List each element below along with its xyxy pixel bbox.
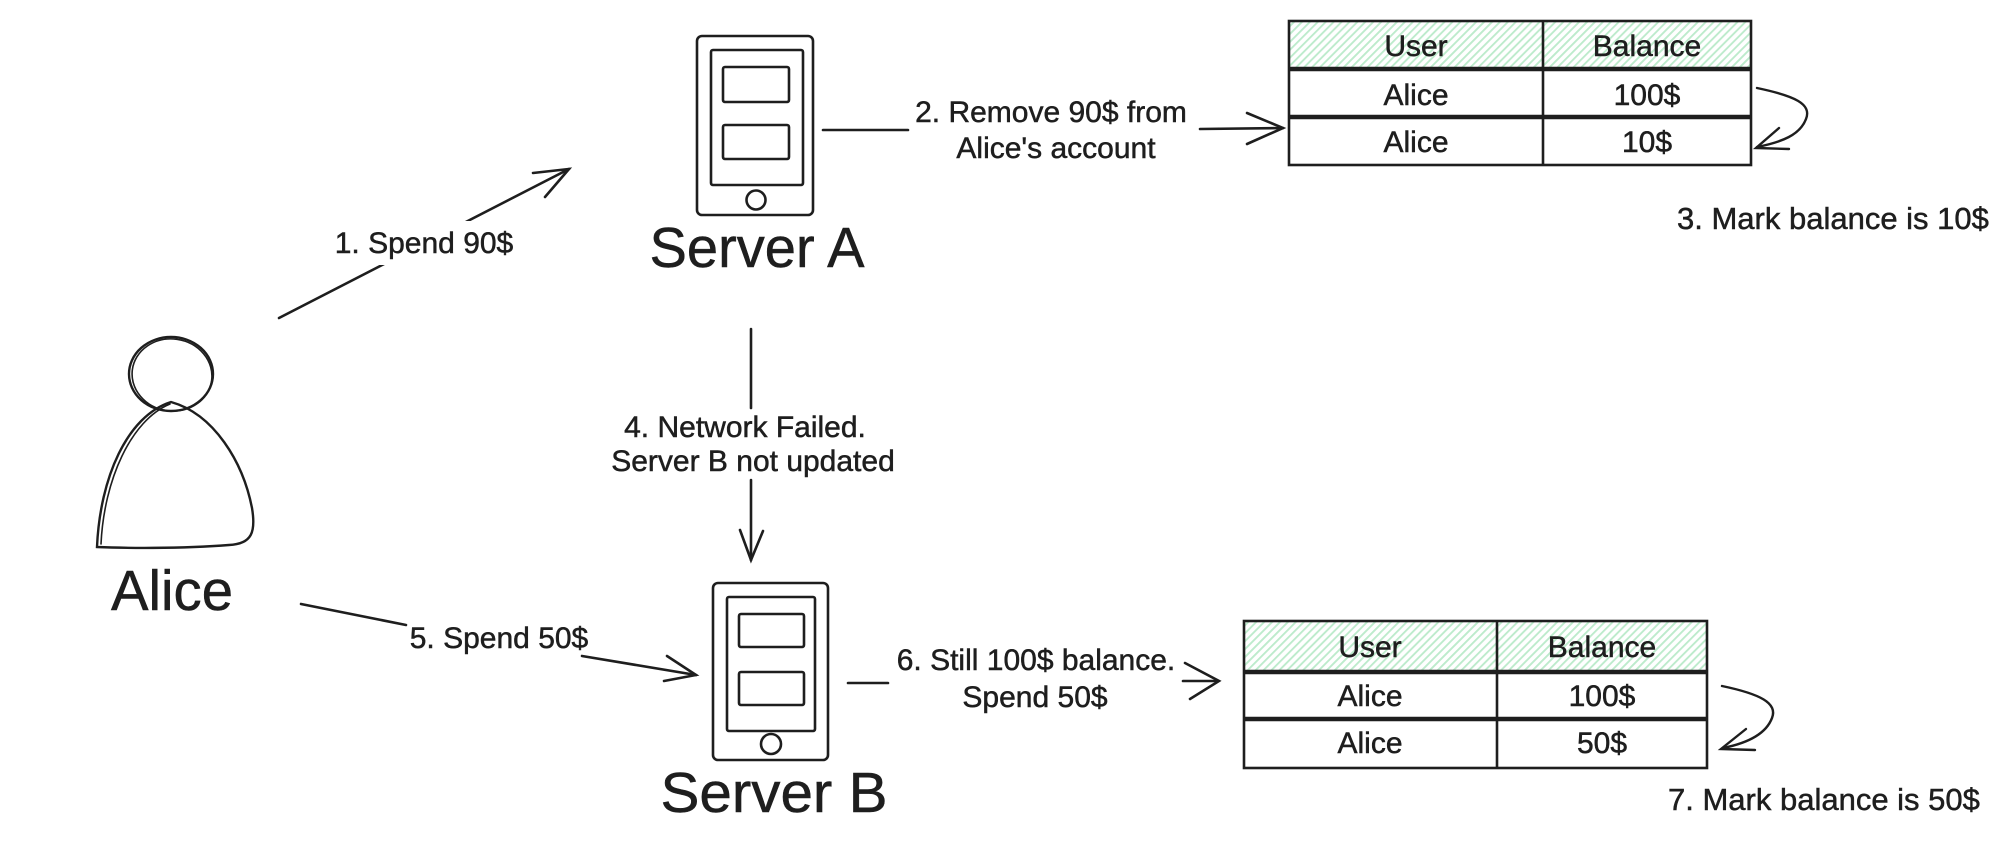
svg-text:Alice: Alice: [1383, 126, 1448, 159]
svg-text:10$: 10$: [1622, 126, 1672, 159]
svg-text:1. Spend 90$: 1. Spend 90$: [335, 227, 514, 260]
svg-text:Balance: Balance: [1593, 30, 1701, 63]
svg-text:3. Mark balance is 10$: 3. Mark balance is 10$: [1677, 201, 1989, 236]
svg-text:100$: 100$: [1614, 79, 1681, 112]
svg-text:Alice: Alice: [111, 559, 233, 623]
svg-text:Alice: Alice: [1383, 79, 1448, 112]
svg-text:Alice's account: Alice's account: [956, 132, 1156, 165]
svg-text:6. Still 100$ balance.: 6. Still 100$ balance.: [897, 644, 1176, 677]
svg-text:Spend 50$: Spend 50$: [962, 681, 1107, 714]
svg-text:7. Mark balance is 50$: 7. Mark balance is 50$: [1668, 782, 1980, 817]
svg-text:5. Spend 50$: 5. Spend 50$: [410, 622, 589, 655]
svg-text:Server A: Server A: [650, 216, 865, 280]
svg-text:2. Remove 90$ from: 2. Remove 90$ from: [915, 96, 1187, 129]
svg-text:Balance: Balance: [1548, 631, 1656, 664]
svg-text:100$: 100$: [1569, 680, 1636, 713]
svg-text:50$: 50$: [1577, 727, 1627, 760]
svg-text:Server B: Server B: [661, 761, 888, 825]
svg-text:Alice: Alice: [1337, 680, 1402, 713]
svg-text:Alice: Alice: [1337, 727, 1402, 760]
svg-text:User: User: [1338, 631, 1401, 664]
svg-text:Server B not updated: Server B not updated: [611, 445, 895, 478]
svg-text:4. Network Failed.: 4. Network Failed.: [624, 411, 866, 444]
svg-text:User: User: [1384, 30, 1447, 63]
